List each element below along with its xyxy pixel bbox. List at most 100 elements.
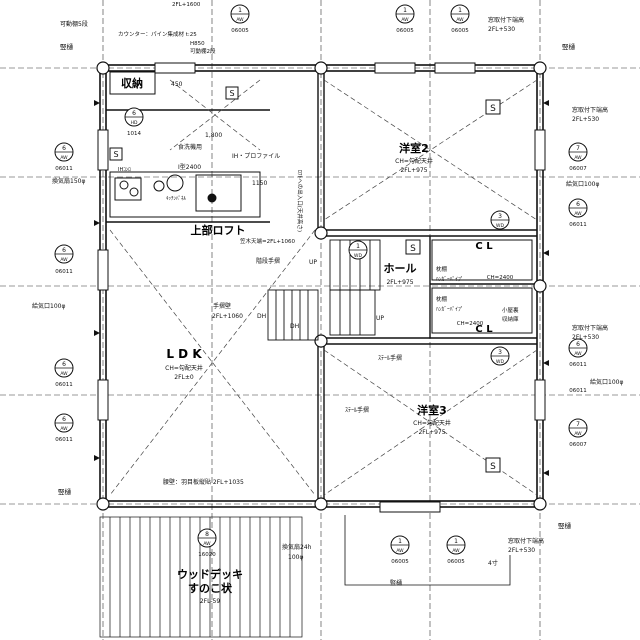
marker-number: 6 xyxy=(62,247,66,254)
vent-left-note: 換気扇150φ xyxy=(52,177,85,185)
window-sill-right1-val: 2FL+530 xyxy=(572,116,599,123)
marker-code: 06005 xyxy=(451,28,469,34)
vertical-note: ﾛﾌﾄへの出入口(天井高さ) xyxy=(296,170,304,232)
column-bl-note: 竪樋 xyxy=(58,487,72,496)
window-sill-bottom-note: 窓取付下端高 xyxy=(508,537,544,545)
marker-dividers xyxy=(55,13,587,546)
marker-type: AW xyxy=(60,426,68,432)
marker-code: 06011 xyxy=(55,382,73,388)
western-room-2-level: 2FL+975 xyxy=(400,167,427,174)
marker-number: 6 xyxy=(62,145,66,152)
marker-code: 06011 xyxy=(55,166,73,172)
marker-type: AW xyxy=(401,17,409,23)
dishwasher-note: 食洗機用 xyxy=(178,143,202,151)
kitchen-counter xyxy=(109,171,261,218)
marker-number: 1 xyxy=(238,7,242,14)
marker-number: 6 xyxy=(576,201,580,208)
handrail-level-note: 2FL+1060 xyxy=(212,313,243,320)
marker-code: 06011 xyxy=(55,437,73,443)
marker-number: 7 xyxy=(576,421,580,428)
marker-code: 06005 xyxy=(231,28,249,34)
deck-subtitle: すのこ状 xyxy=(188,581,233,595)
western-room-2-name: 洋室2 xyxy=(399,141,429,155)
ceiling-slope-lines xyxy=(109,79,538,496)
small-storage-note: 小屋裏 xyxy=(502,306,519,314)
ih-label: IHｺﾝﾛ xyxy=(118,167,131,173)
deck-boards xyxy=(99,516,303,638)
marker-code: 06007 xyxy=(569,442,587,448)
handrail-wall-note: 手摺壁 xyxy=(213,302,231,310)
columns xyxy=(96,61,547,511)
counter-shelves-note: 可動棚2段 xyxy=(190,47,216,55)
hall-level: 2FL+975 xyxy=(386,279,413,286)
s-badge: S xyxy=(113,150,118,159)
window-sill-right2-note: 窓取付下端高 xyxy=(572,324,608,332)
deck-level: 2FL-59 xyxy=(200,598,220,605)
counter-size-note: H850 xyxy=(190,41,205,47)
intake-right-note: 給気口100φ xyxy=(566,180,599,188)
marker-type: AW xyxy=(60,155,68,161)
hall-name: ホール xyxy=(384,262,417,275)
frame-label2: 枕棚 xyxy=(436,295,448,303)
marker-code: 16020 xyxy=(198,552,216,558)
s-badge: S xyxy=(410,244,416,254)
marker-type: AW xyxy=(60,257,68,263)
marker-code: 06005 xyxy=(396,28,414,34)
frame-label: 枕棚 xyxy=(436,265,448,273)
window-sill-right1-note: 窓取付下端高 xyxy=(572,106,608,114)
marker-code: 06005 xyxy=(447,559,465,565)
closet-b-name: C L xyxy=(475,324,493,335)
frame-label-sub: ﾊﾝｶﾞｰﾊﾟｲﾌﾟ xyxy=(436,276,464,283)
marker-type: AW xyxy=(456,17,464,23)
marker-code: 06011 xyxy=(569,222,587,228)
marker-number: 1 xyxy=(356,243,360,250)
dim-1150: 1150 xyxy=(252,180,267,187)
column-tr-note: 竪樋 xyxy=(562,42,576,51)
frame-label2-sub: ﾊﾝｶﾞｰﾊﾟｲﾌﾟ xyxy=(436,306,464,313)
vent-deck-val: 100φ xyxy=(288,554,303,561)
veranda-note: 腰壁：羽目板縦貼 2FL+1035 xyxy=(163,478,244,486)
window-sill-top-val: 2FL+530 xyxy=(488,26,515,33)
windows xyxy=(97,62,546,513)
marker-number: 6 xyxy=(62,416,66,423)
ih-hood-note: IH・プロファイル xyxy=(232,153,280,160)
deck-name: ウッドデッキ xyxy=(177,567,243,581)
marker-code: 06005 xyxy=(391,559,409,565)
column-br-note: 竪樋 xyxy=(558,521,572,530)
vent-deck-note: 換気扇24h xyxy=(282,543,312,551)
marker-number: 1 xyxy=(458,7,462,14)
counter-note: カウンター：パイン集成材 t:25 xyxy=(118,30,197,38)
small-storage2-note: 収納庫 xyxy=(502,315,519,323)
marker-code: 06011 xyxy=(55,269,73,275)
s-badge-boxes xyxy=(109,86,501,473)
marker-type: AW xyxy=(574,431,582,437)
marker-code: 06007 xyxy=(569,166,587,172)
window-sill-right2-val: 2FL+530 xyxy=(572,334,599,341)
western-room-3-level: 2FL+975 xyxy=(418,429,445,436)
marker-code: 1014 xyxy=(127,131,141,137)
marker-code: 06011 xyxy=(569,388,587,394)
storage-name: 収納 xyxy=(121,76,143,90)
axis-arrows xyxy=(94,100,549,476)
dh2-note: DH xyxy=(290,323,299,330)
marker-number: 7 xyxy=(576,145,580,152)
western-room-2-ceiling: CH=勾配天井 xyxy=(395,157,433,165)
marker-type: AW xyxy=(203,541,211,547)
marker-number: 6 xyxy=(576,341,580,348)
marker-number: 1 xyxy=(398,538,402,545)
marker-number: 1 xyxy=(454,538,458,545)
marker-type: AW xyxy=(574,211,582,217)
stairs-note: 階段手摺 xyxy=(256,257,280,265)
dim-450: 450 xyxy=(171,81,183,88)
intake-left-note: 給気口100φ xyxy=(32,302,65,310)
loft-name: 上部ロフト xyxy=(191,223,246,237)
marker-type: AW xyxy=(236,17,244,23)
marker-number: 8 xyxy=(205,531,209,538)
dh-note: DH xyxy=(257,313,266,320)
s-badge: S xyxy=(229,89,234,98)
western-room-3-name: 洋室3 xyxy=(417,403,447,417)
interior-walls xyxy=(106,71,537,501)
cedar-top-note: 笠木天端=2FL+1060 xyxy=(240,237,295,245)
marker-number: 3 xyxy=(498,213,502,220)
